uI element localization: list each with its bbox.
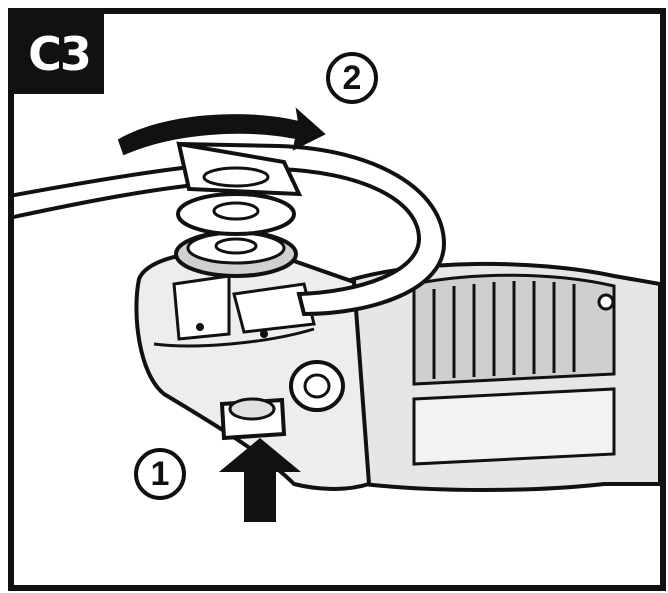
wheel-guard [176, 141, 447, 317]
power-cord [14, 163, 207, 219]
flange-stack [174, 192, 298, 278]
step-1-number: 1 [150, 454, 170, 493]
motor-housing [341, 261, 660, 492]
curved-arrow-right-icon [117, 107, 326, 156]
figure-frame: C3 2 1 [8, 8, 666, 591]
step-1-marker: 1 [134, 448, 186, 500]
step-2-number: 2 [342, 58, 362, 97]
step-2-marker: 2 [326, 52, 378, 104]
arrow-up-icon [219, 438, 301, 522]
figure-label: C3 [14, 14, 104, 94]
spindle-lock-button [219, 397, 287, 441]
angle-grinder-illustration [14, 107, 660, 522]
